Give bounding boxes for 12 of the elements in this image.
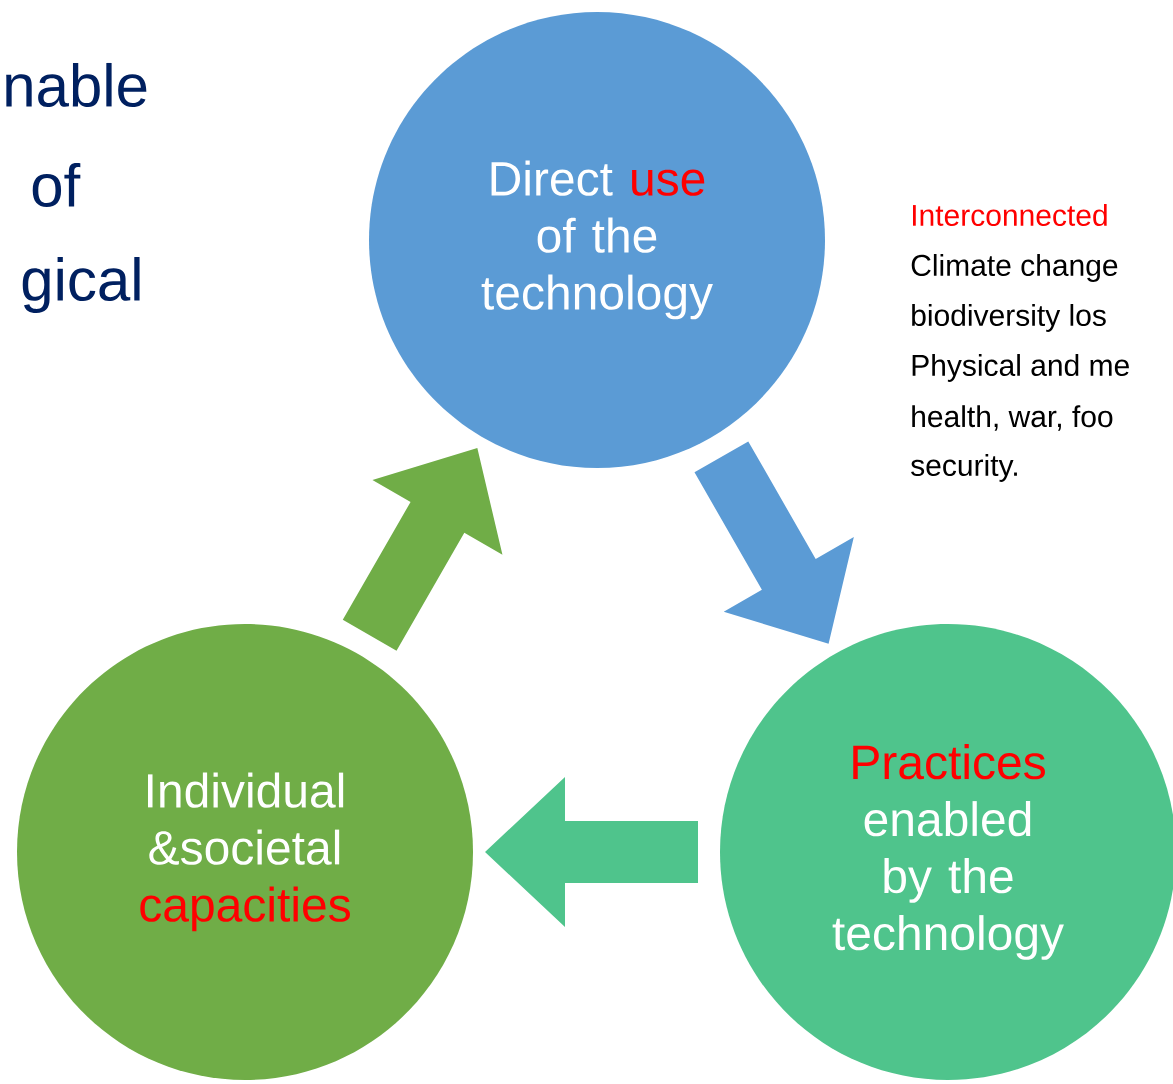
body-text: health, war, foo [912, 405, 1113, 431]
block-arrow [485, 777, 698, 927]
body-text: security. [911, 454, 1017, 482]
title-text: of [32, 162, 81, 207]
title-text: nable [6, 62, 147, 107]
body-text: Climate change [911, 254, 1118, 282]
body-text: Physical and me [912, 354, 1129, 382]
title-text: gical [22, 257, 140, 313]
heading-text: Interconnected [913, 203, 1107, 226]
block-arrow [694, 441, 854, 644]
body-text: biodiversity los [912, 304, 1106, 332]
block-arrow [342, 448, 503, 651]
